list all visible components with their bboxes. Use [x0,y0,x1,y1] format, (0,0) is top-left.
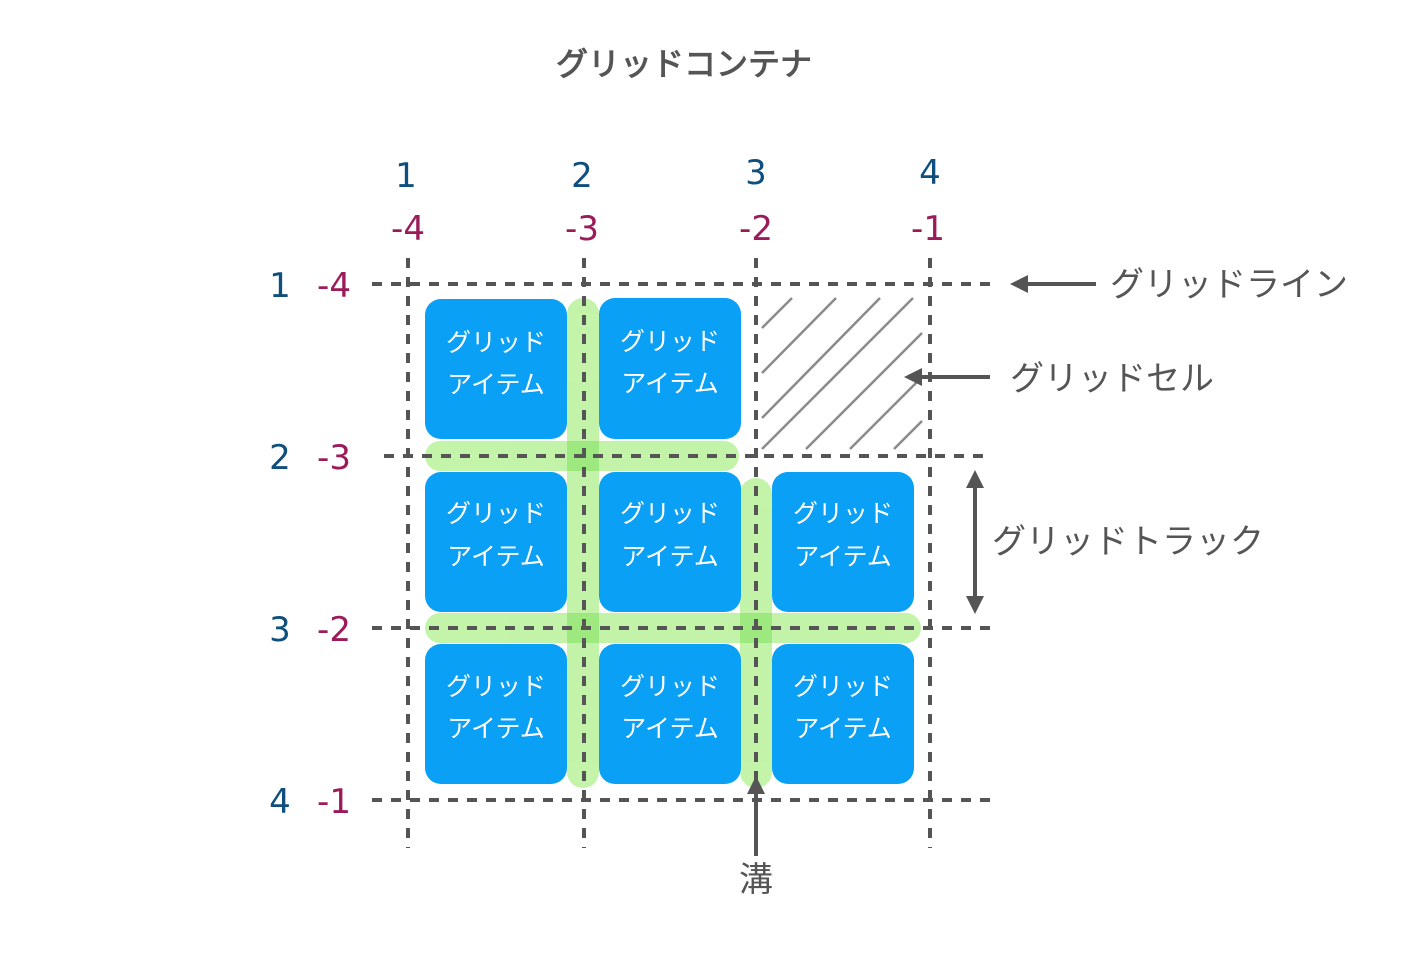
grid-item-box [425,644,567,784]
grid-item-box [772,644,914,784]
row-number-negative: -3 [317,438,351,478]
grid-item: グリッド アイテム [599,644,741,784]
arrow-head-icon [904,368,922,386]
grid-item-line2: アイテム [621,542,719,571]
grid-item-line2: アイテム [447,542,545,571]
grid-item: グリッド アイテム [772,472,914,612]
grid-item-line2: アイテム [447,370,545,399]
row-number-negative: -1 [317,782,351,822]
grid-lines [372,258,990,848]
grid-item-line2: アイテム [621,714,719,743]
grid-cell-label: グリッドセル [1010,359,1214,399]
column-numbers: 1 2 3 4 -4 -3 -2 -1 [391,153,945,249]
column-number-positive: 2 [571,156,593,196]
grid-item-line2: アイテム [621,369,719,398]
grid-item: グリッド アイテム [425,472,567,612]
row-number-positive: 3 [269,610,291,650]
grid-item-box [425,299,567,439]
arrow-head-icon [1010,275,1028,293]
column-number-negative: -1 [911,209,945,249]
grid-item: グリッド アイテム [425,644,567,784]
grid-item-line1: グリッド [620,327,720,356]
grid-item-box [599,644,741,784]
diagram-title: グリッドコンテナ [556,45,812,83]
row-number-positive: 1 [269,266,291,306]
grid-line-label: グリッドライン [1110,265,1348,305]
grid-item-line2: アイテム [794,542,892,571]
gutter-label: 溝 [739,860,773,900]
grid-item-line1: グリッド [793,499,893,528]
grid-item-box [772,472,914,612]
column-number-negative: -3 [565,209,599,249]
grid-item: グリッド アイテム [599,472,741,612]
annotation-labels: グリッドライン グリッドセル グリッドトラック 溝 [739,265,1348,900]
annotation-arrows [747,275,1096,856]
grid-item-box [599,472,741,612]
grid-item: グリッド アイテム [425,299,567,439]
column-number-positive: 1 [395,156,417,196]
grid-items: グリッド アイテム グリッド アイテム グリッド アイテム グリッド アイテム … [425,298,914,784]
grid-item-box [425,472,567,612]
row-numbers: 1 2 3 4 -4 -3 -2 -1 [269,266,351,822]
gutter-row-2 [425,613,921,643]
row-number-positive: 4 [269,782,291,822]
grid-cell-hatch [761,297,923,450]
column-number-positive: 3 [745,153,767,193]
column-number-negative: -2 [739,209,773,249]
grid-item: グリッド アイテム [599,298,741,439]
row-number-negative: -4 [317,266,351,306]
grid-track-label: グリッドトラック [992,522,1264,562]
grid-item-line1: グリッド [446,328,546,357]
grid-item-box [599,298,741,439]
column-number-positive: 4 [919,153,941,193]
grid-item-line1: グリッド [793,672,893,701]
row-number-negative: -2 [317,610,351,650]
arrow-head-icon [966,596,984,614]
grid-item-line2: アイテム [447,714,545,743]
grid-item-line2: アイテム [794,714,892,743]
grid-item-line1: グリッド [446,672,546,701]
column-number-negative: -4 [391,209,425,249]
arrow-head-icon [966,470,984,488]
grid-item-line1: グリッド [446,499,546,528]
grid-item-line1: グリッド [620,499,720,528]
row-number-positive: 2 [269,438,291,478]
arrow-head-icon [747,776,765,794]
grid-item-line1: グリッド [620,672,720,701]
grid-item: グリッド アイテム [772,644,914,784]
